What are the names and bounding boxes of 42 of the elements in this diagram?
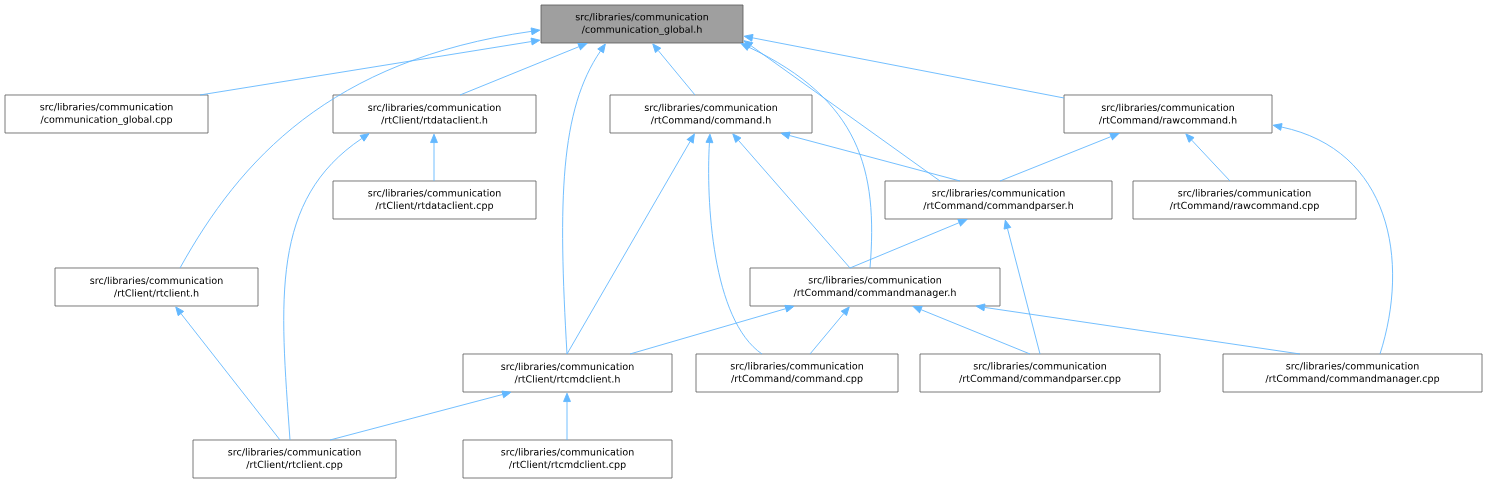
- file-box: src/libraries/communication /rtCommand/rawcommand.cpp: [1132, 180, 1357, 220]
- arrow: [283, 133, 370, 441]
- arrow: [743, 40, 941, 182]
- arrow: [849, 219, 968, 269]
- arrow: [780, 131, 961, 182]
- arrow: [912, 305, 1031, 355]
- file-box: src/libraries/communication /rtClient/rtcmdclient.cpp: [462, 439, 673, 479]
- arrow: [566, 133, 695, 355]
- file-box: src/libraries/communication /rtClient/rtdataclient.cpp: [332, 180, 537, 220]
- arrow: [430, 133, 438, 182]
- arrow: [1185, 133, 1231, 182]
- arrow: [999, 132, 1120, 182]
- arrow: [705, 133, 763, 355]
- arrow: [563, 392, 571, 441]
- file-box: src/libraries/communication /rtCommand/commandmanager.h: [749, 267, 1001, 307]
- file-box: src/libraries/communication /communication_global.cpp: [4, 94, 209, 134]
- file-box: src/libraries/communication /rtCommand/commandmanager.cpp: [1222, 353, 1483, 393]
- file-box: src/libraries/communication /rtCommand/commandparser.cpp: [919, 353, 1161, 393]
- file-box: src/libraries/communication /communication_global.h: [540, 4, 744, 44]
- file-box: src/libraries/communication /rtClient/rtclient.h: [54, 267, 259, 307]
- arrow: [743, 33, 1065, 99]
- arrow: [652, 43, 696, 96]
- arrow: [199, 37, 541, 96]
- file-box: src/libraries/communication /rtCommand/command.h: [609, 94, 813, 134]
- file-box: src/libraries/communication /rtCommand/command.cpp: [695, 353, 899, 393]
- arrow: [562, 43, 606, 355]
- file-box: src/libraries/communication /rtClient/rtdataclient.h: [332, 94, 537, 134]
- arrow: [1003, 219, 1041, 355]
- arrow: [329, 390, 512, 441]
- arrow: [732, 133, 851, 269]
- file-box: src/libraries/communication /rtClient/rtclient.cpp: [192, 439, 397, 479]
- arrow: [179, 27, 541, 269]
- arrow: [175, 306, 281, 441]
- arrow: [809, 306, 850, 355]
- file-box: src/libraries/communication /rtClient/rtcmdclient.h: [462, 353, 673, 393]
- arrow: [975, 303, 1301, 355]
- arrow: [740, 43, 872, 269]
- file-box: src/libraries/communication /rtCommand/commandparser.h: [884, 180, 1113, 220]
- arrow: [459, 42, 588, 96]
- arrow: [1272, 123, 1393, 355]
- file-box: src/libraries/communication /rtCommand/rawcommand.h: [1063, 94, 1273, 134]
- arrow: [629, 304, 795, 355]
